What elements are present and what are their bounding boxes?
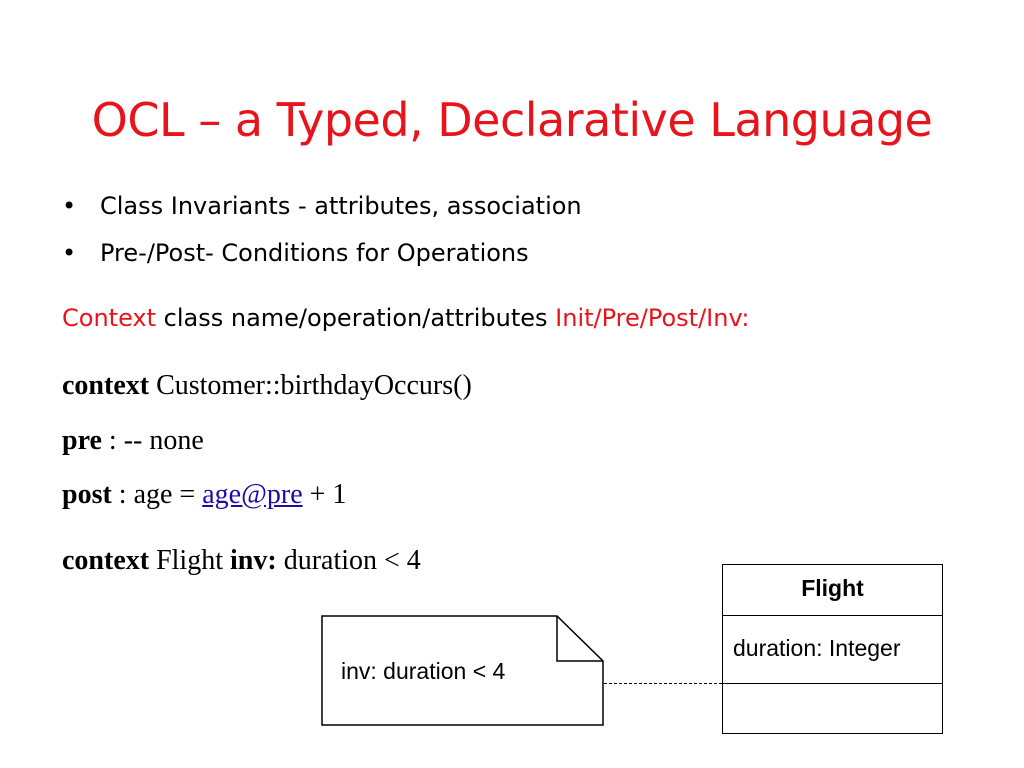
ocl-line-pre: pre : -- none [62,425,204,457]
ocl-keyword: post [62,479,112,510]
ocl-line-invariant: context Flight inv: duration < 4 [62,545,421,577]
note-shape [321,615,604,726]
ocl-keyword: pre [62,425,102,456]
slide-title: OCL – a Typed, Declarative Language [91,92,933,147]
bullet-list: • Class Invariants - attributes, associa… [62,188,582,282]
context-keyword: Context [62,304,157,332]
bullet-dot: • [62,192,77,220]
ocl-text: Customer::birthdayOccurs() [149,370,472,401]
uml-class-attribute: duration: Integer [723,616,942,684]
ocl-line-post: post : age = age@pre + 1 [62,479,346,511]
ocl-text: duration < 4 [276,545,421,576]
ocl-keyword: context [62,370,150,401]
uml-class-operations [723,684,942,733]
uml-class-box: Flight duration: Integer [722,564,943,734]
ocl-text: : -- none [101,425,204,456]
bullet-text: Pre-/Post- Conditions for Operations [100,239,529,267]
note-text: inv: duration < 4 [341,658,506,684]
ocl-keyword: context [62,545,150,576]
ocl-text: : age = [111,479,203,510]
uml-note: inv: duration < 4 [321,615,604,726]
ocl-text: Flight [149,545,230,576]
uml-class-name: Flight [723,565,942,616]
context-syntax-line: Context class name/operation/attributes … [62,304,749,332]
context-middle: class name/operation/attributes [156,304,556,332]
context-tail: Init/Pre/Post/Inv: [555,304,750,332]
bullet-item: • Class Invariants - attributes, associa… [62,188,582,235]
bullet-item: • Pre-/Post- Conditions for Operations [62,235,582,282]
age-pre-link[interactable]: age@pre [202,479,303,510]
ocl-text: + 1 [302,479,347,510]
note-connector [604,683,722,684]
bullet-dot: • [62,239,77,267]
ocl-line-context: context Customer::birthdayOccurs() [62,370,472,402]
ocl-keyword: inv: [230,545,277,576]
bullet-text: Class Invariants - attributes, associati… [100,192,582,220]
